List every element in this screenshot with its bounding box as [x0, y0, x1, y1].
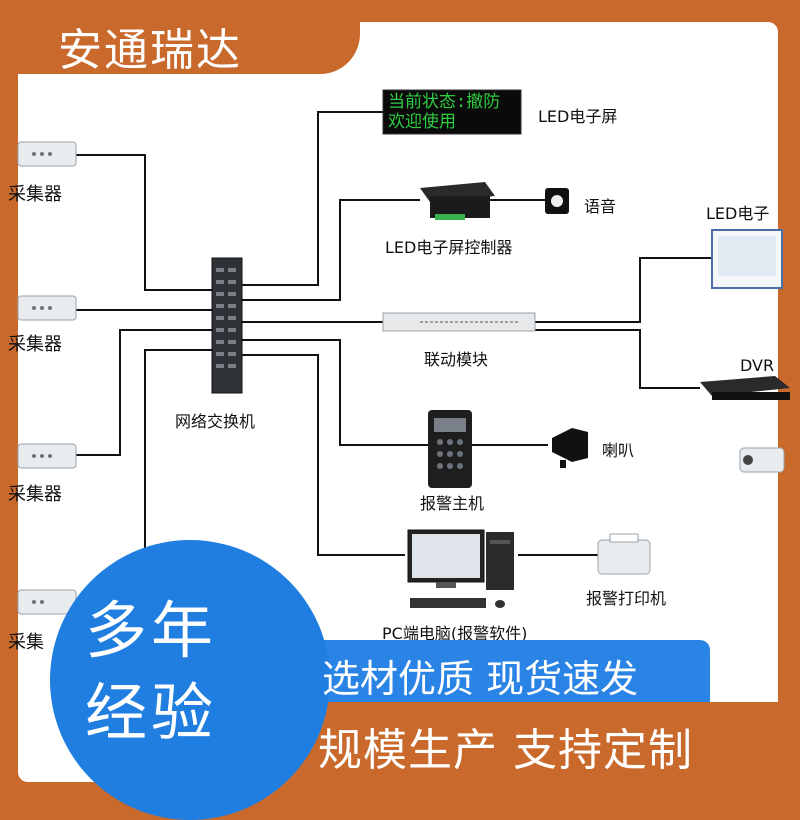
collector-device-2: [17, 295, 77, 321]
printer-device: [597, 533, 651, 575]
wire-collector-1: [75, 154, 215, 291]
brand-tab: [0, 0, 360, 74]
slogan-banner-blue: [290, 640, 710, 702]
label-collector-1: 采集器: [8, 184, 62, 205]
wire-alarm-host: [240, 339, 430, 446]
pc-device: [407, 529, 514, 608]
voice-speaker-device: [545, 188, 569, 214]
wire-collector-3: [75, 329, 215, 456]
label-linkage-module: 联动模块: [424, 350, 489, 369]
wire-led-right: [535, 257, 712, 323]
label-network-switch: 网络交换机: [175, 412, 256, 431]
label-horn: 喇叭: [602, 441, 635, 460]
label-pc: PC端电脑(报警软件): [382, 624, 528, 643]
slogan-2: 规模生产 支持定制: [318, 725, 693, 776]
slogan-banner-orange: [260, 702, 800, 800]
label-dvr: DVR: [740, 356, 775, 375]
experience-line-1: 多年: [85, 594, 218, 667]
label-collector-2: 采集器: [8, 334, 62, 355]
label-alarm-host: 报警主机: [420, 494, 485, 513]
network-switch-device: [211, 257, 243, 394]
label-collector-3: 采集器: [8, 484, 62, 505]
led-screen-right-device: [711, 229, 783, 289]
label-voice: 语音: [584, 197, 617, 216]
led-line-2: 欢迎使用: [388, 112, 456, 132]
label-led-screen-right: LED电子: [706, 204, 770, 223]
experience-line-2: 经验: [85, 676, 218, 749]
camera-device: [739, 447, 785, 473]
alarm-host-device: [428, 410, 472, 488]
wire-dvr: [535, 329, 700, 389]
led-line-1: 当前状态:撤防: [388, 92, 501, 112]
linkage-module-device: [382, 312, 536, 332]
horn-device: [552, 428, 588, 468]
slogan-1: 选材优质 现货速发: [322, 657, 639, 701]
brand-title: 安通瑞达: [58, 25, 242, 76]
collector-device-3: [17, 443, 77, 469]
wire-led-screen: [240, 111, 385, 286]
label-collector-4: 采集: [8, 632, 44, 653]
experience-badge: [50, 540, 330, 820]
label-led-screen: LED电子屏: [538, 107, 618, 126]
led-screen-display: 当前状态:撤防 欢迎使用: [388, 92, 500, 132]
label-led-controller: LED电子屏控制器: [385, 238, 513, 257]
label-printer: 报警打印机: [586, 589, 667, 608]
wire-led-controller: [240, 199, 420, 301]
dvr-device: [700, 376, 790, 400]
led-controller-device: [420, 182, 495, 220]
led-screen-device: [382, 89, 522, 135]
experience-text: 多年 经验: [85, 590, 217, 754]
collector-device-1: [17, 141, 77, 167]
network-diagram: [17, 89, 790, 615]
wire-pc: [240, 354, 405, 556]
